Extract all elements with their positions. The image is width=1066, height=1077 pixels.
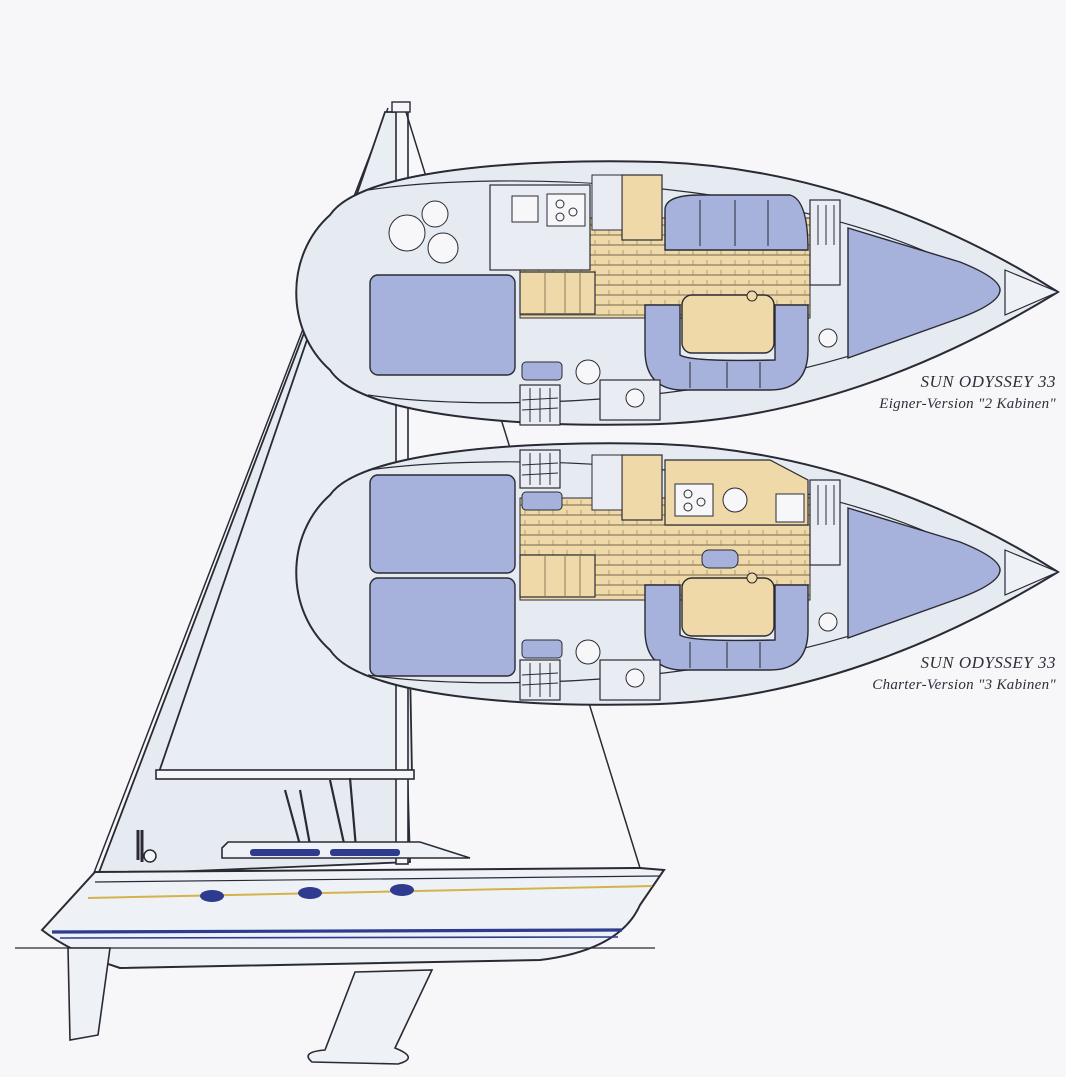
layout-plan-charter — [295, 442, 1060, 706]
dodger-frame — [283, 777, 358, 849]
pulpit — [136, 830, 144, 862]
chain-locker — [1004, 549, 1060, 596]
boom — [155, 769, 415, 780]
deck-window-2 — [330, 849, 400, 856]
cockpit-round-1 — [388, 214, 426, 252]
saloon-table — [681, 577, 775, 637]
layout-plan-owner — [295, 160, 1060, 426]
v-berth — [847, 507, 1001, 639]
hull — [40, 866, 666, 970]
bow-light — [143, 849, 157, 863]
sheer-line — [94, 875, 661, 883]
fwd-locker — [809, 199, 841, 286]
porthole-2 — [298, 887, 322, 899]
v-berth — [847, 227, 1001, 359]
cockpit-round-2 — [421, 200, 449, 228]
aft-berth — [369, 274, 516, 376]
version-name: Charter-Version "3 Kabinen" — [872, 677, 1056, 693]
boot-stripe-2 — [59, 936, 619, 939]
deck-window-1 — [250, 849, 320, 856]
model-name: SUN ODYSSEY 33 — [920, 653, 1056, 672]
keel — [307, 969, 434, 1065]
aft-berth-stbd — [369, 577, 516, 677]
gold-stripe — [87, 885, 653, 899]
sink — [511, 195, 539, 223]
stove — [546, 193, 586, 227]
saloon-table — [681, 294, 775, 354]
aft-berth-port — [369, 474, 516, 574]
version-name: Eigner-Version "2 Kabinen" — [879, 396, 1056, 412]
chart-table — [621, 174, 663, 241]
mast-head — [391, 101, 411, 113]
porthole-3 — [390, 884, 414, 896]
porthole-1 — [200, 890, 224, 902]
chart-table — [621, 454, 663, 521]
model-name: SUN ODYSSEY 33 — [920, 372, 1056, 391]
companion-steps — [519, 554, 596, 598]
companion-steps — [519, 271, 596, 315]
boot-stripe — [51, 928, 623, 934]
layout-caption-charter: SUN ODYSSEY 33 Charter-Version "3 Kabine… — [872, 652, 1056, 696]
layout-caption-owner: SUN ODYSSEY 33 Eigner-Version "2 Kabinen… — [879, 371, 1056, 415]
chain-locker — [1004, 269, 1060, 316]
rudder — [67, 947, 111, 1041]
settee-top — [664, 194, 809, 251]
cockpit-round-3 — [427, 232, 459, 264]
